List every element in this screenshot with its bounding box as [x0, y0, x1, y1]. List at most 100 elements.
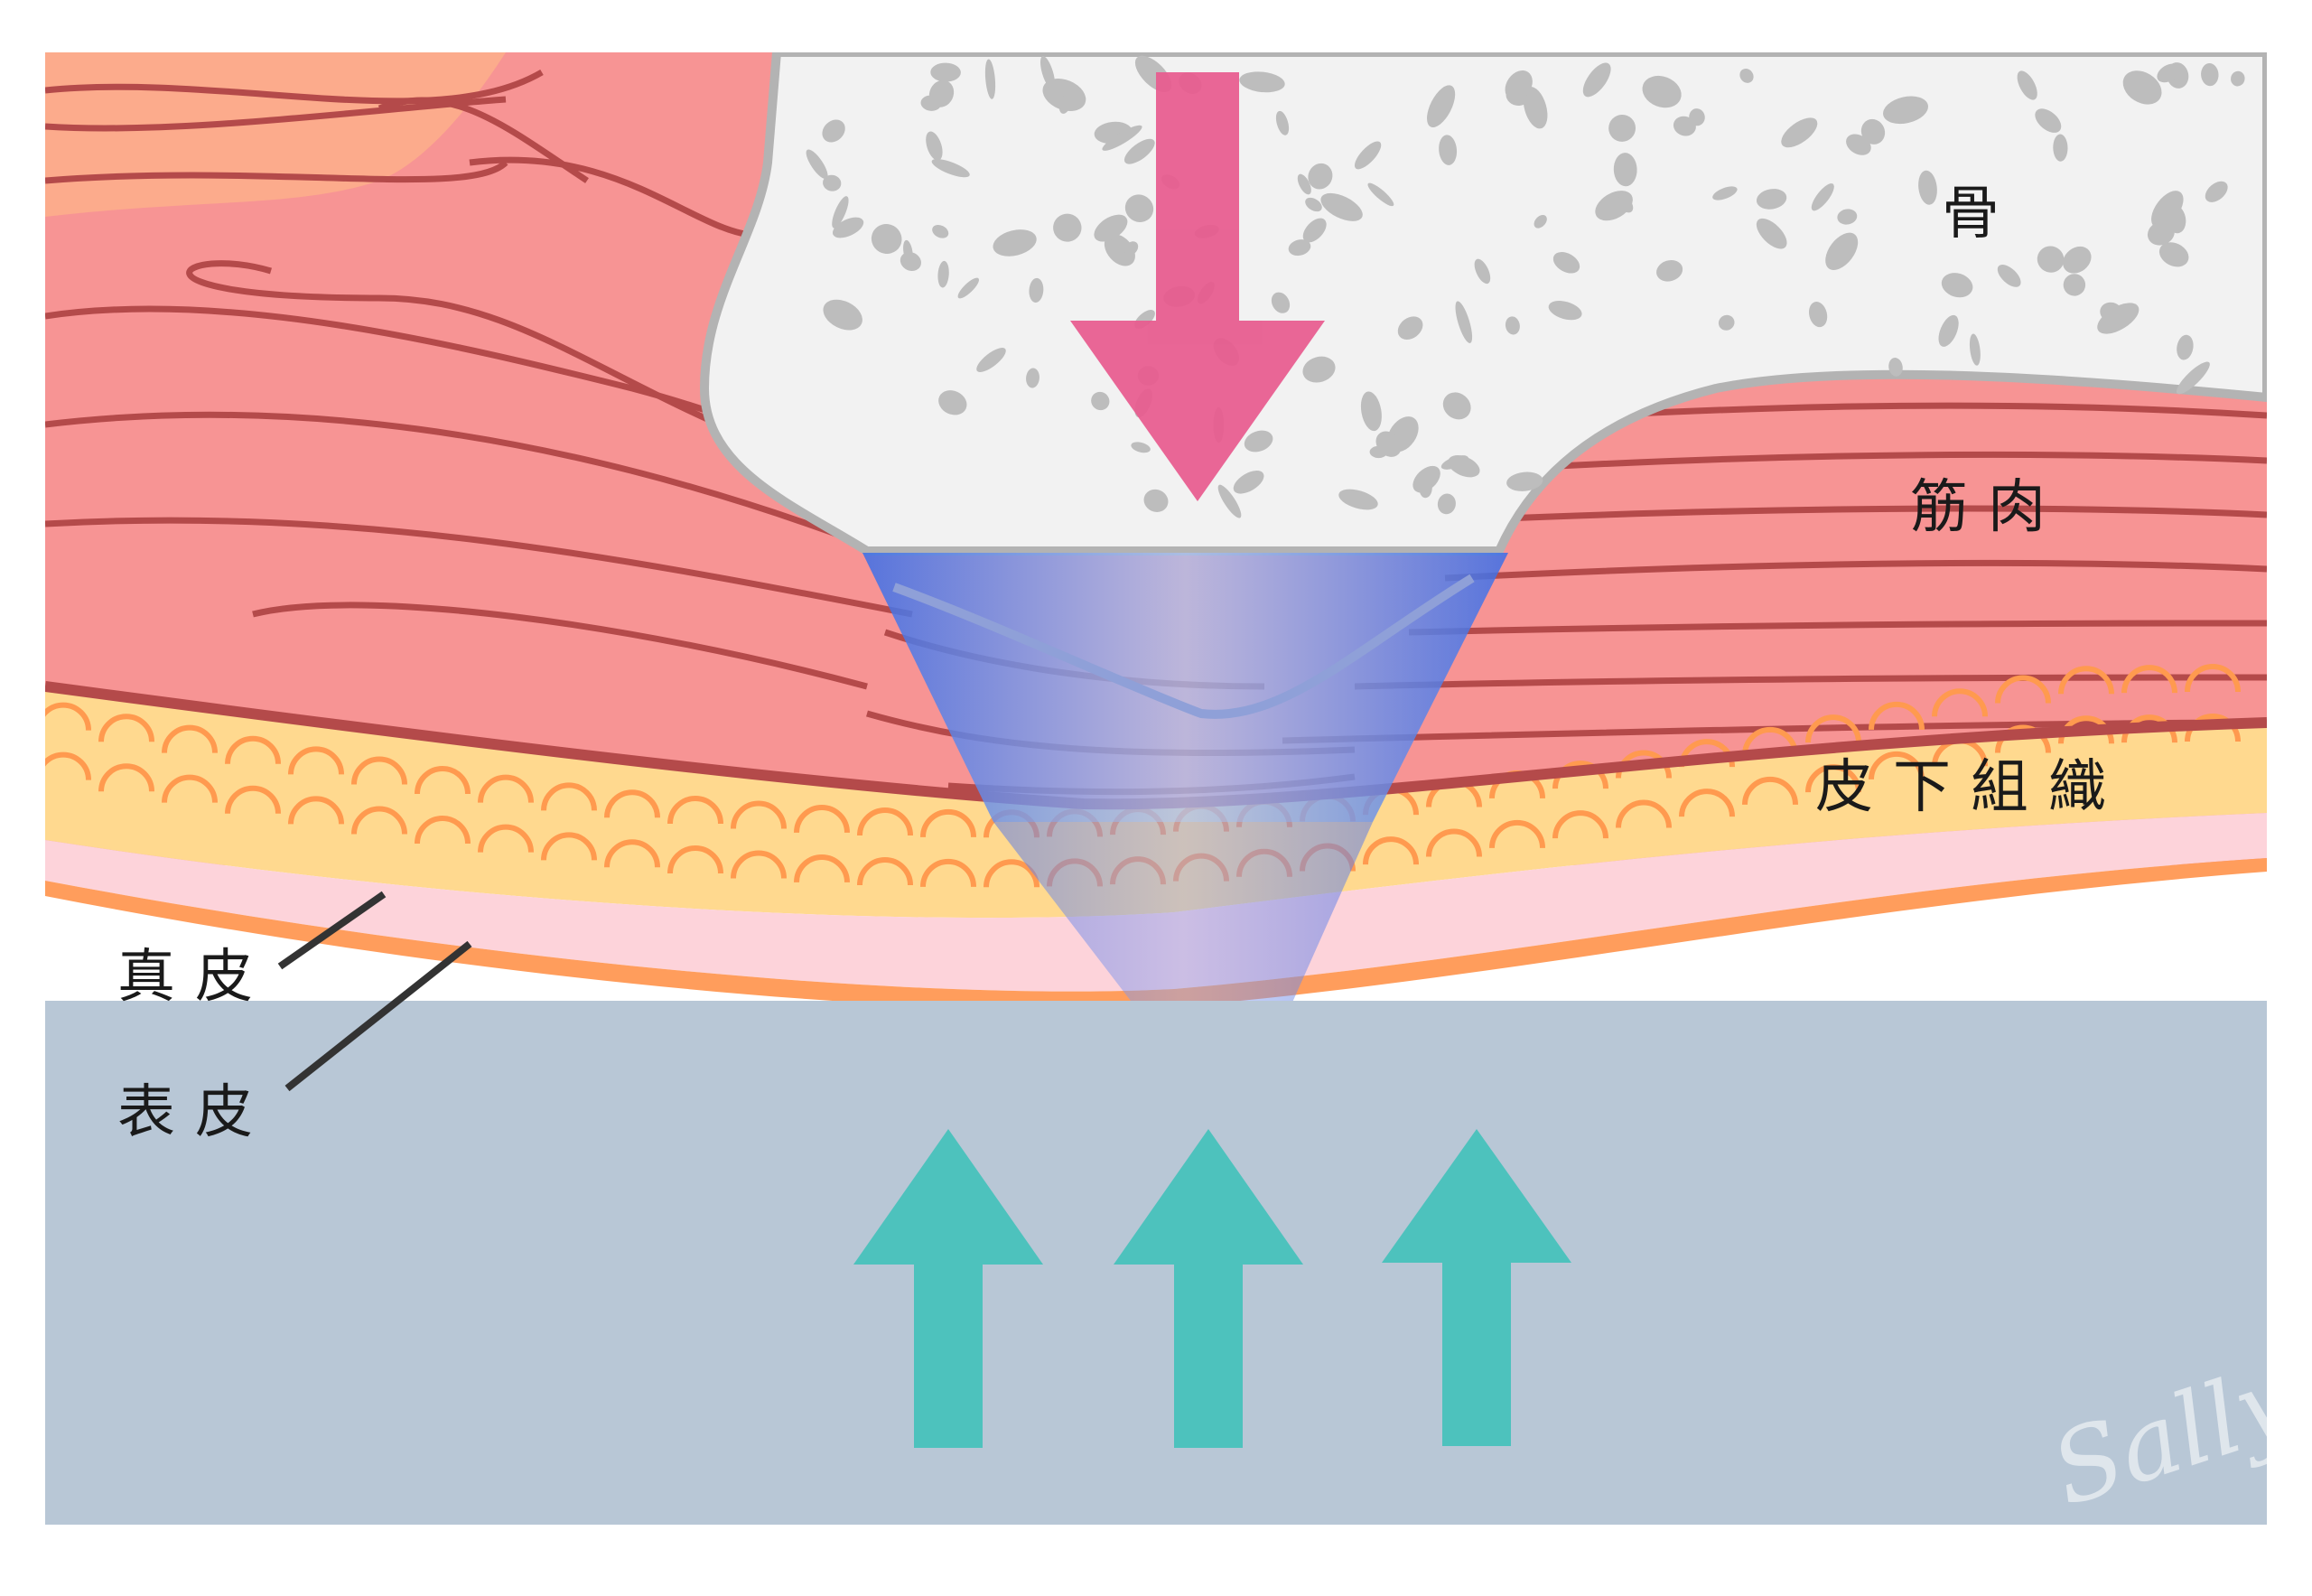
bone-pore [1123, 138, 1155, 164]
down-arrow-icon [1070, 72, 1325, 501]
bone-pore [1506, 471, 1543, 491]
fat-cell [351, 806, 407, 835]
fat-cell [1552, 810, 1608, 839]
bone-pore [2176, 361, 2210, 395]
bone-pore [1143, 489, 1169, 512]
fat-cell [857, 807, 913, 836]
bone-pore [1026, 368, 1039, 388]
bone-pore [1397, 316, 1423, 341]
fat-cell [225, 735, 281, 764]
reaction-arrow-3 [1382, 1129, 1571, 1446]
bone-pore [2151, 191, 2184, 229]
bone-pore [2158, 242, 2189, 267]
bone-pore [1320, 192, 1363, 221]
bone-pore [1354, 141, 1382, 170]
fat-cell [794, 854, 850, 883]
fat-cell [857, 857, 913, 886]
bone-pore [1534, 214, 1547, 229]
bone-pore [1756, 189, 1787, 210]
fat-cell [920, 808, 976, 837]
fat-cell [731, 850, 787, 879]
fat-cell [1932, 688, 1988, 717]
fat-cell [478, 824, 534, 853]
fat-cells [45, 663, 2241, 888]
bone-pore [1781, 117, 1818, 148]
fat-cell [1552, 761, 1608, 789]
dermis-leader-line [277, 891, 387, 970]
reaction-arrow-1 [853, 1129, 1043, 1448]
fat-cell [98, 714, 154, 742]
bone-pore [976, 348, 1006, 372]
bone-pore [1918, 170, 1937, 205]
bone-pore [1718, 314, 1735, 331]
bone-pore [920, 95, 942, 111]
bone-pore [2037, 246, 2065, 273]
bone-pore [1608, 114, 1636, 142]
bone-pore [832, 196, 849, 229]
bone-pore [1308, 163, 1333, 190]
bone-pore [2053, 134, 2068, 162]
bone-pore [1124, 241, 1139, 256]
fat-cell [98, 763, 154, 792]
fat-cell [1869, 751, 1925, 780]
bone-pore [1288, 239, 1311, 257]
bone-pore [1656, 259, 1683, 282]
bone-pore [1739, 68, 1754, 83]
bone-pore [1552, 252, 1580, 274]
bone-pore [1239, 71, 1285, 93]
bone-pore [2177, 334, 2194, 360]
bone-pore [2063, 274, 2086, 296]
fat-cell [541, 832, 597, 861]
fat-cell [2185, 663, 2241, 693]
epidermis-label: 表皮 [117, 1079, 273, 1146]
epidermis-leader-line [284, 940, 472, 1092]
bone-pore [1505, 70, 1533, 101]
bone-pore [1244, 430, 1273, 453]
fat-cell [984, 859, 1039, 888]
bone-pore [1131, 442, 1151, 453]
fat-cell [478, 774, 534, 803]
bone-pore [2147, 221, 2175, 246]
fat-cell [1995, 675, 2051, 704]
bone-pore [1617, 195, 1634, 213]
bone-pore [2205, 181, 2228, 202]
bone-pore [1271, 292, 1291, 313]
epidermis-layer [45, 858, 2267, 1010]
bone-pore [1053, 213, 1082, 242]
fat-cell [2058, 666, 2114, 695]
bone-pore [1427, 85, 1456, 128]
bone-pore [938, 390, 967, 415]
fat-cell [45, 702, 91, 731]
bone-pore [1102, 125, 1142, 151]
subcutaneous-layer [45, 686, 2267, 919]
bone-pore [2063, 246, 2092, 274]
bone-pore [2035, 108, 2062, 133]
fat-cell [2121, 665, 2177, 694]
compressed-bone-edge [892, 574, 1475, 719]
bone-pore [1455, 301, 1473, 343]
bone-pore [1860, 118, 1886, 145]
fat-cell [1363, 836, 1419, 865]
bone-pore [1969, 333, 1981, 366]
bone-label: 骨 [1942, 181, 2019, 247]
bone-pore [984, 59, 996, 99]
bone-pore [1124, 194, 1154, 222]
bone-pore [1419, 478, 1432, 499]
bone-pore [1808, 302, 1828, 328]
bone-pore [1523, 87, 1548, 129]
bone-pore [1888, 358, 1903, 377]
muscle-label: 筋肉 [1910, 474, 2065, 541]
dermis-label: 真皮 [117, 944, 273, 1011]
bone-pore [1375, 431, 1402, 457]
bone-pore [871, 223, 902, 255]
bone-pore [2122, 70, 2162, 105]
reaction-arrow-2 [1114, 1129, 1303, 1448]
bone-pore [1505, 316, 1520, 335]
bone-pore [1474, 258, 1491, 285]
bone-pore [957, 277, 979, 299]
bone-pore [1712, 186, 1738, 201]
bone-pore [1039, 56, 1056, 89]
fat-cell [1489, 819, 1545, 848]
fat-cell [45, 751, 91, 780]
compression-zone-lower [993, 822, 1373, 1004]
